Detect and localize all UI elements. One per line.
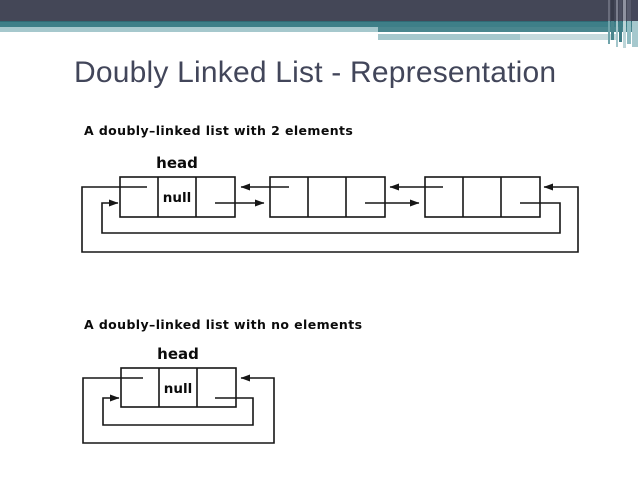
null-value: null: [163, 190, 191, 206]
diagram-empty-list: head null: [82, 345, 275, 444]
node-box-element2: [424, 176, 541, 218]
node-box-element1: [269, 176, 386, 218]
diagram1-caption: A doubly–linked list with 2 elements: [84, 123, 354, 138]
stripe: [619, 0, 622, 42]
header-right-light-step: [378, 34, 520, 40]
stripe: [627, 0, 631, 44]
diagram2-caption: A doubly–linked list with no elements: [84, 317, 363, 332]
diagram-two-element-list: head null: [81, 154, 579, 253]
header-light-teal-band: [0, 27, 378, 32]
outer-prev-loop: [82, 374, 275, 444]
head-label: head: [157, 345, 199, 363]
corner-stripes: [607, 0, 638, 48]
null-value: null: [164, 381, 192, 397]
stripe: [616, 0, 618, 47]
stripe: [623, 0, 626, 48]
node-box-head: [119, 176, 236, 218]
header-right-lighter-step: [520, 34, 618, 40]
stripe: [632, 0, 638, 47]
page-title: Doubly Linked List - Representation: [74, 56, 557, 89]
node-box-head: [120, 367, 237, 408]
outer-prev-loop: [81, 183, 579, 253]
header-teal-bar: [0, 21, 638, 27]
inner-next-loop: [102, 394, 254, 426]
header-right-teal-step: [378, 27, 638, 32]
inner-next-loop: [101, 199, 561, 234]
stripe: [611, 0, 614, 40]
head-label: head: [156, 154, 198, 172]
stripe: [608, 0, 610, 44]
header-dark-bar: [0, 0, 638, 21]
